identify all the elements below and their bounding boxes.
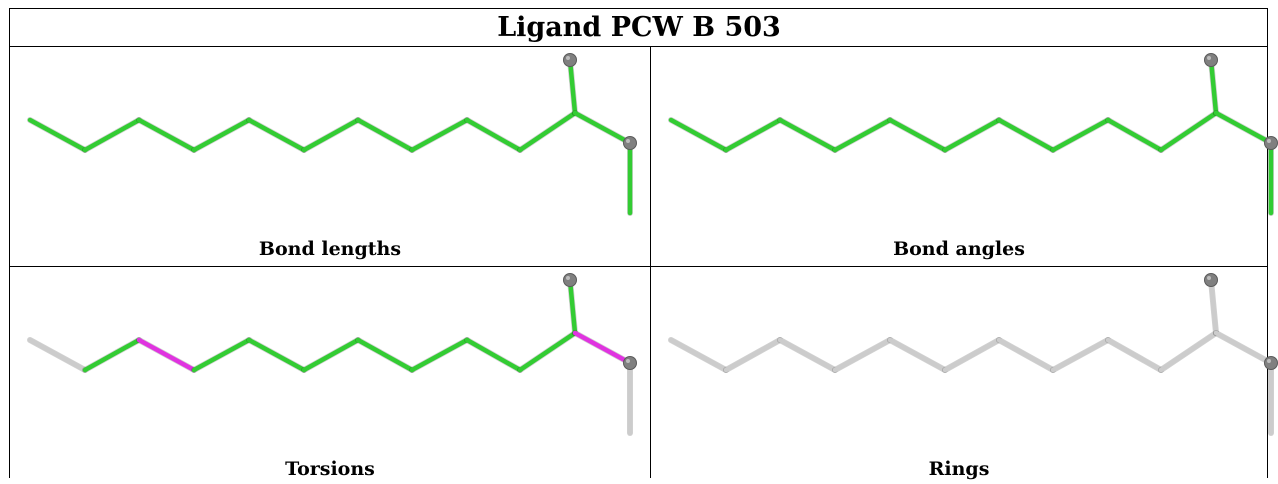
bond-4 <box>887 117 948 153</box>
bond-10 <box>1208 277 1219 336</box>
molecule-bond-lengths <box>27 53 637 216</box>
atom-highlight <box>626 139 630 143</box>
atom-highlight <box>626 359 630 363</box>
bond-7 <box>409 117 470 153</box>
bond-6 <box>355 337 415 373</box>
bond-8 <box>1105 117 1164 153</box>
bond-1 <box>723 337 783 373</box>
bond-1 <box>82 337 142 373</box>
bond-0 <box>668 117 729 153</box>
bond-2 <box>136 337 197 373</box>
bond-7 <box>1050 337 1111 373</box>
bond-0 <box>668 337 729 373</box>
bond-9 <box>517 330 578 373</box>
bond-10 <box>1208 57 1219 116</box>
caption-bond-lengths: Bond lengths <box>258 238 402 260</box>
atom-sphere <box>623 356 637 370</box>
bond-2 <box>777 337 838 373</box>
atom-sphere <box>623 136 637 150</box>
caption-rings: Rings <box>928 458 990 480</box>
bond-4 <box>887 337 948 373</box>
bond-3 <box>832 117 893 153</box>
bond-9 <box>517 110 578 153</box>
atom-sphere <box>563 273 577 287</box>
bond-11 <box>572 330 633 366</box>
atom-highlight <box>1207 56 1211 60</box>
bond-8 <box>1105 337 1164 373</box>
bond-10 <box>567 57 578 116</box>
bond-6 <box>996 117 1056 153</box>
bond-3 <box>191 337 252 373</box>
bond-11 <box>572 110 633 146</box>
bond-2 <box>777 117 838 153</box>
atom-sphere <box>1264 356 1278 370</box>
atom-highlight <box>566 56 570 60</box>
atom-highlight <box>1267 139 1271 143</box>
bond-8 <box>464 337 523 373</box>
molecule-rings <box>668 273 1278 436</box>
bond-3 <box>191 117 252 153</box>
bond-8 <box>464 117 523 153</box>
bond-0 <box>27 117 88 153</box>
atom-highlight <box>1207 276 1211 280</box>
bond-7 <box>1050 117 1111 153</box>
atom-sphere <box>563 53 577 67</box>
bond-11 <box>1213 330 1274 366</box>
figure-title: Ligand PCW B 503 <box>497 11 781 43</box>
bond-5 <box>301 117 361 153</box>
caption-bond-angles: Bond angles <box>893 238 1025 260</box>
bond-5 <box>942 337 1002 373</box>
bond-0 <box>27 337 88 373</box>
bond-6 <box>355 117 415 153</box>
bond-5 <box>301 337 361 373</box>
atom-sphere <box>1204 53 1218 67</box>
molecule-torsions <box>27 273 637 436</box>
bond-7 <box>409 337 470 373</box>
bond-4 <box>246 337 307 373</box>
bond-6 <box>996 337 1056 373</box>
bond-11 <box>1213 110 1274 146</box>
bond-5 <box>942 117 1002 153</box>
atom-highlight <box>1267 359 1271 363</box>
bond-1 <box>723 117 783 153</box>
bond-4 <box>246 117 307 153</box>
atom-sphere <box>1204 273 1218 287</box>
atom-sphere <box>1264 136 1278 150</box>
bond-1 <box>82 117 142 153</box>
bond-10 <box>567 277 578 336</box>
bond-9 <box>1158 330 1219 373</box>
atom-highlight <box>566 276 570 280</box>
caption-torsions: Torsions <box>285 458 375 480</box>
bond-2 <box>136 117 197 153</box>
molecule-bond-angles <box>668 53 1278 216</box>
bond-9 <box>1158 110 1219 153</box>
bond-3 <box>832 337 893 373</box>
